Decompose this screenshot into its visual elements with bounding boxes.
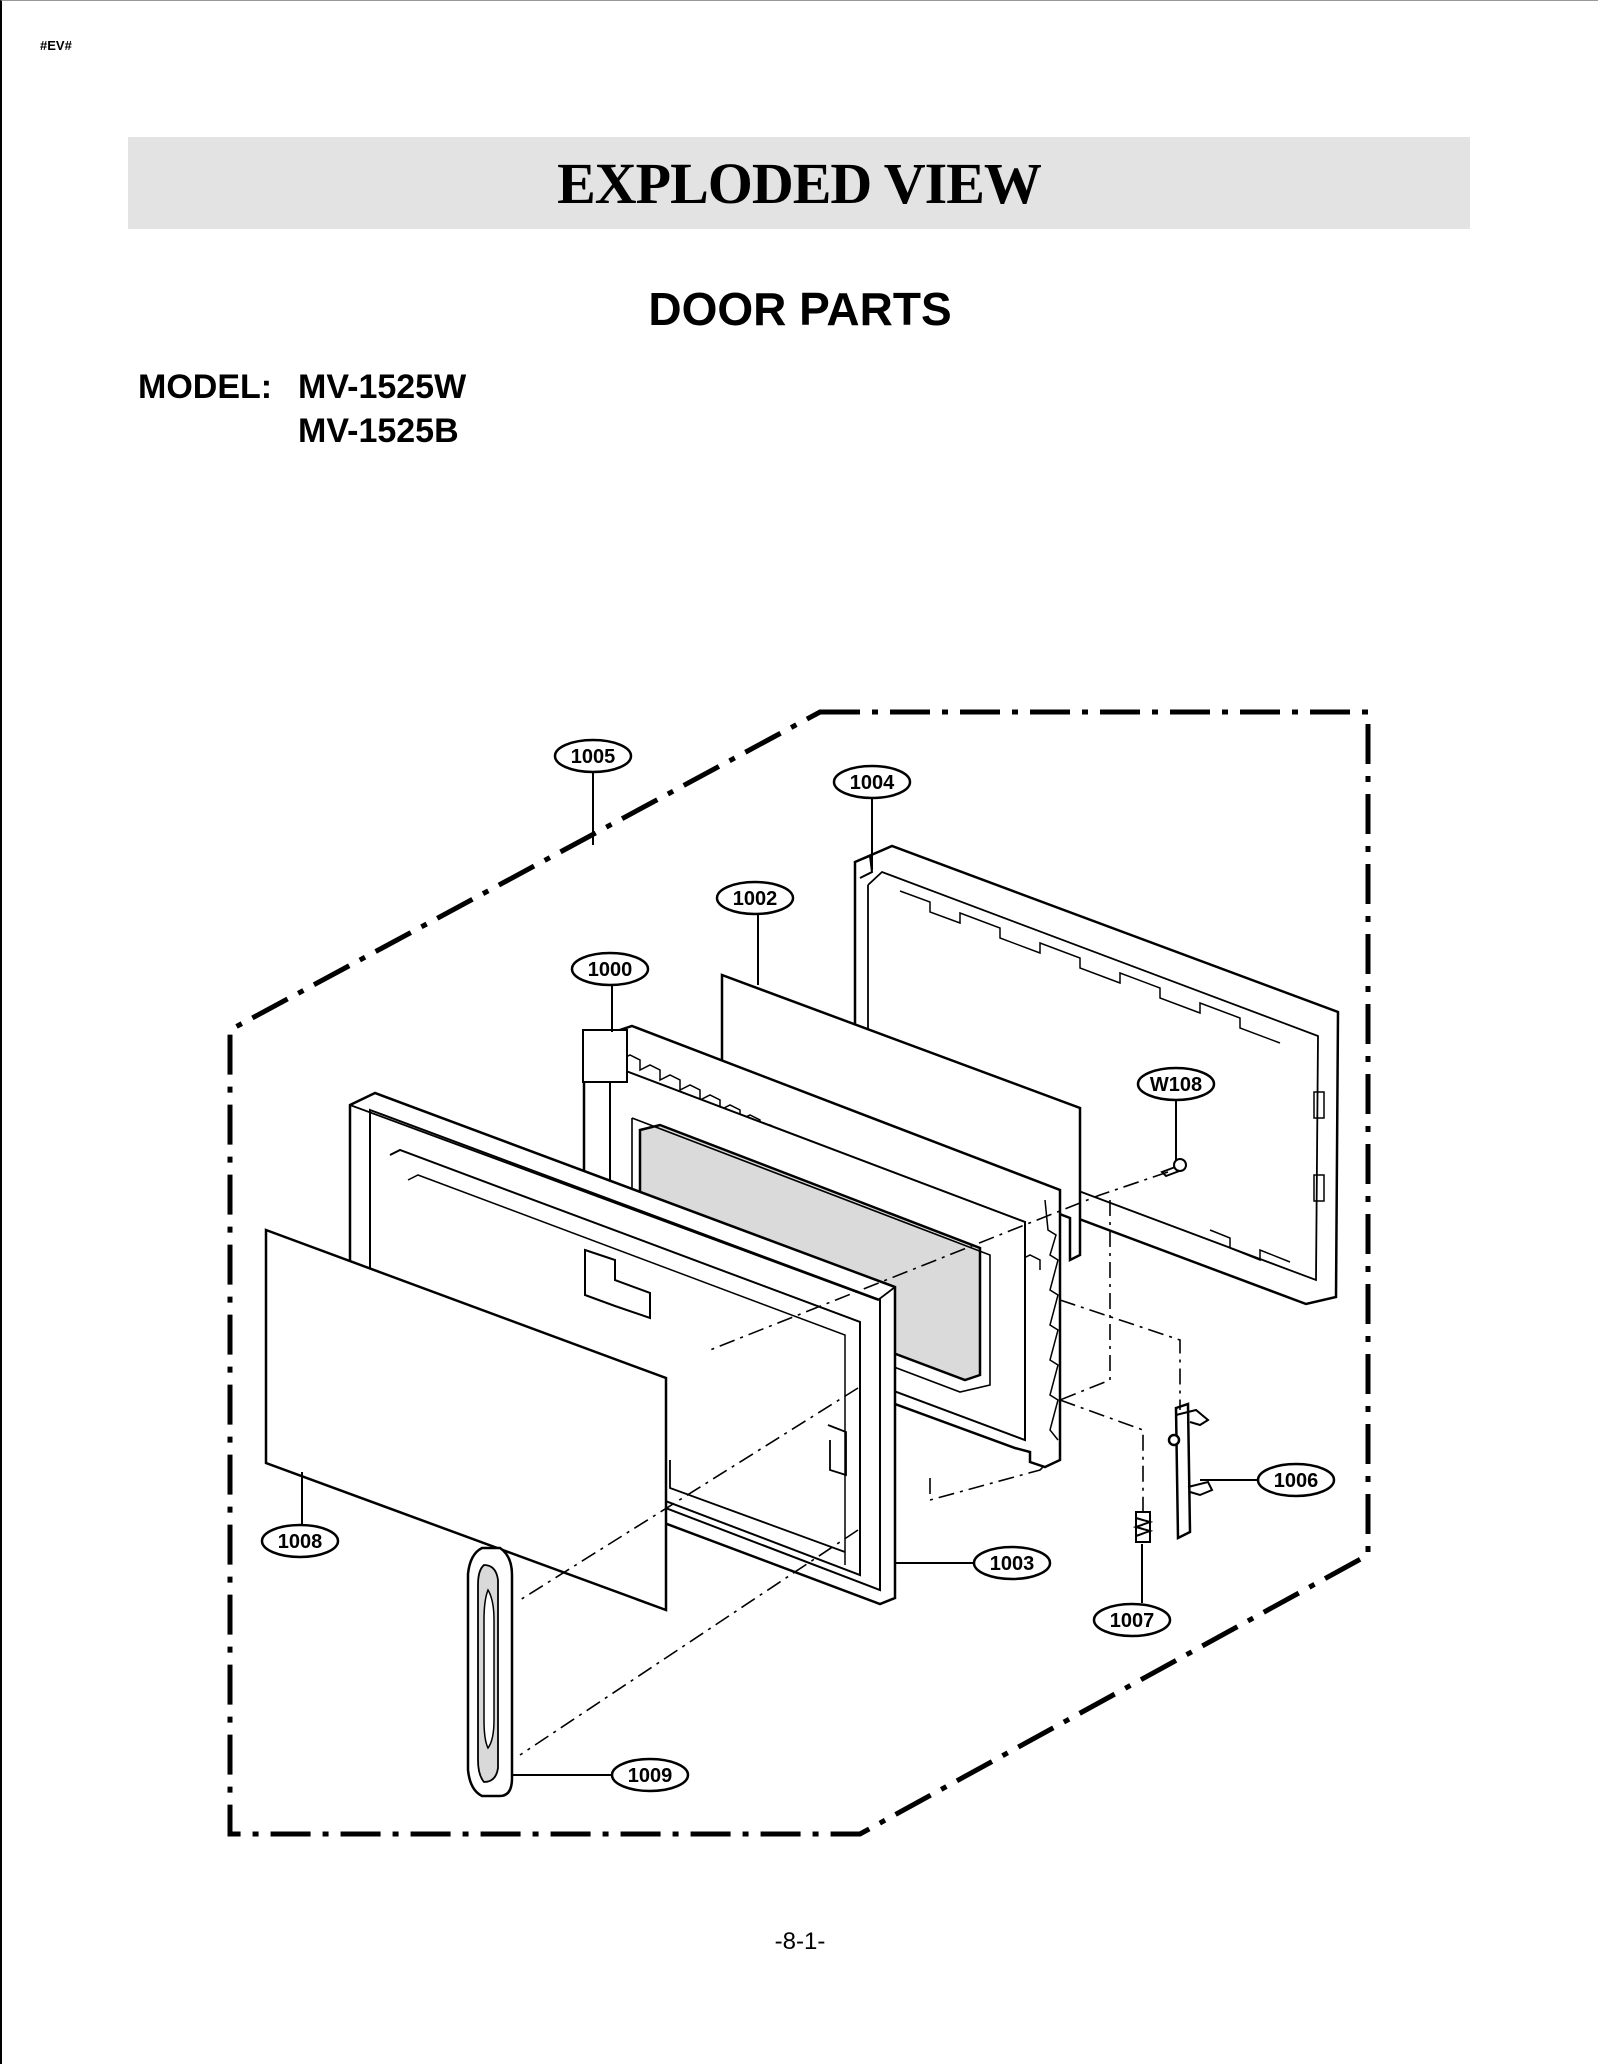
- callout-1008: 1008: [260, 1472, 340, 1559]
- model-number-2: MV-1525B: [298, 412, 459, 450]
- model-number-1: MV-1525W: [298, 368, 467, 406]
- callout-label-1000: 1000: [588, 959, 633, 981]
- callout-label-1008: 1008: [278, 1531, 323, 1553]
- title-band: EXPLODED VIEW: [128, 137, 1470, 229]
- callout-1002: 1002: [715, 880, 795, 985]
- callout-1007: 1007: [1092, 1544, 1172, 1638]
- callout-1000: 1000: [570, 951, 650, 1032]
- callout-1005: 1005: [553, 738, 633, 845]
- callout-1009: 1009: [512, 1757, 690, 1793]
- callout-label-1006: 1006: [1274, 1470, 1319, 1492]
- part-1007-spring: [1132, 1511, 1154, 1543]
- section-subtitle: DOOR PARTS: [648, 283, 952, 335]
- callout-label-1004: 1004: [850, 772, 895, 794]
- part-w108-screw: [1160, 1158, 1187, 1178]
- part-1008-front-cover: [264, 1228, 668, 1612]
- callout-1004: 1004: [832, 764, 912, 870]
- callout-label-1005: 1005: [571, 746, 616, 768]
- callout-1006: 1006: [1200, 1462, 1336, 1498]
- assembly-boundary: [227, 709, 1371, 1837]
- page-number: -8-1-: [774, 1928, 826, 1955]
- part-1003-outer-door-frame: [348, 1091, 897, 1606]
- callout-label-1007: 1007: [1110, 1610, 1155, 1632]
- callout-label-1002: 1002: [733, 888, 778, 910]
- callout-label-1009: 1009: [628, 1765, 673, 1787]
- document-code: #EV#: [40, 38, 72, 53]
- page-title: EXPLODED VIEW: [557, 150, 1042, 216]
- callout-1003: 1003: [895, 1545, 1052, 1581]
- callout-label-1003: 1003: [990, 1553, 1035, 1575]
- callout-label-w108: W108: [1150, 1074, 1202, 1096]
- part-1006-latch: [1167, 1402, 1214, 1541]
- callout-w108: W108: [1136, 1066, 1216, 1160]
- assembly-guide-lines: [519, 1171, 1181, 1756]
- part-1009-handle: [466, 1546, 514, 1798]
- model-label: MODEL:: [138, 368, 273, 406]
